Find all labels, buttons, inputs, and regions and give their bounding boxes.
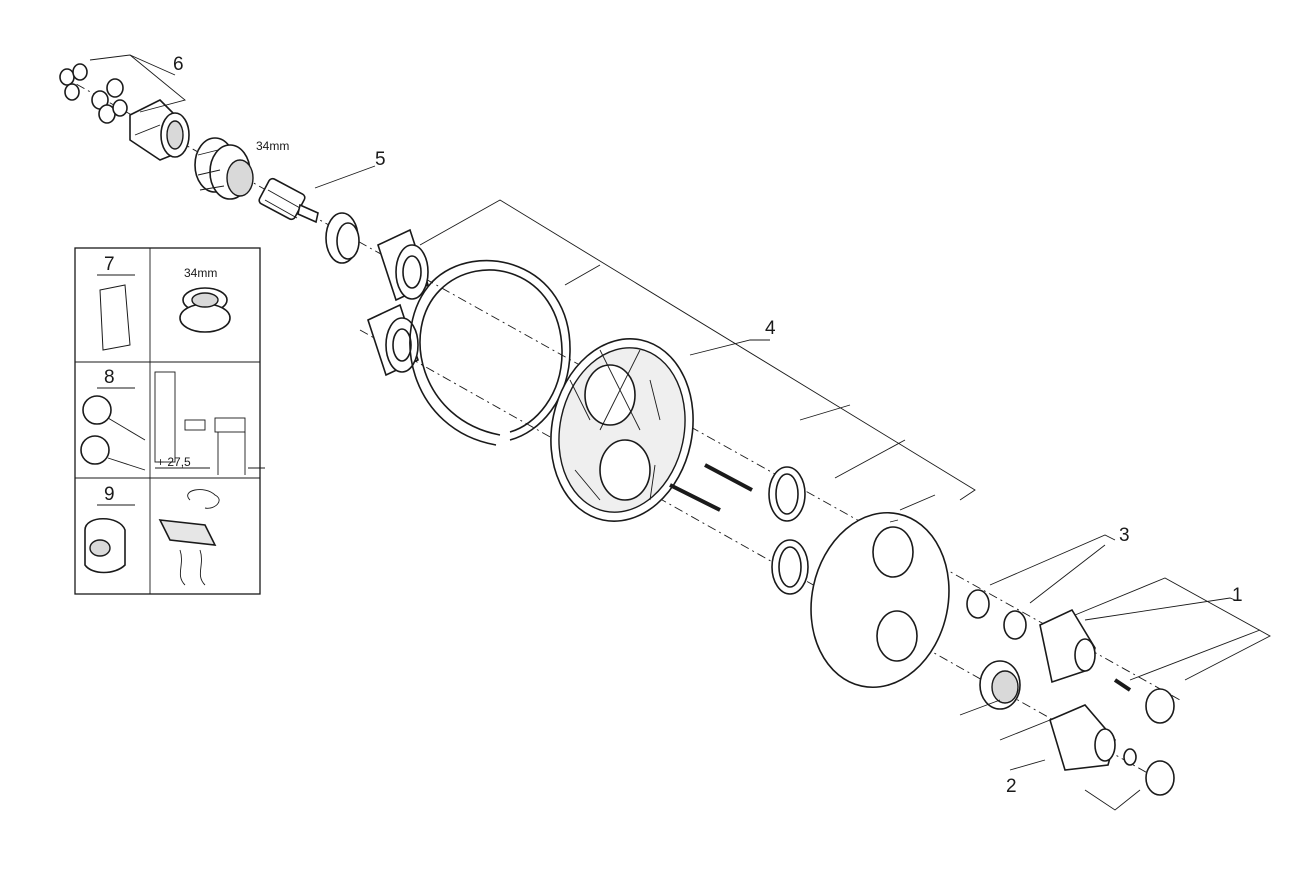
callout-1: 1	[1232, 585, 1243, 606]
callout-4: 4	[765, 318, 776, 339]
inset-row-7: 7 34mm	[97, 254, 231, 351]
inset-callout-9: 9	[104, 484, 115, 505]
part-2-handle-lower	[979, 660, 1175, 796]
part-threaded-nut-34mm	[194, 137, 254, 200]
part-snap-ring	[409, 259, 571, 446]
leader-lines	[89, 54, 1271, 811]
callout-6: 6	[173, 54, 184, 75]
part-seals	[768, 466, 809, 595]
part-6-cartridge-assembly	[59, 63, 190, 161]
inset-row-9: 9	[84, 484, 220, 586]
inset-extension-label: + 27,5	[157, 455, 191, 469]
inset-callout-8: 8	[104, 367, 115, 388]
part-mounting-plate	[550, 338, 694, 522]
part-adapter-ring	[325, 212, 360, 264]
part-1-cap-and-screw	[1113, 678, 1175, 724]
inset-callout-7: 7	[104, 254, 115, 275]
part-3-adapters	[966, 589, 1096, 684]
part-mounting-screws	[669, 463, 753, 512]
callout-5: 5	[375, 149, 386, 170]
dimension-34mm-main: 34mm	[256, 139, 289, 153]
inset-34mm-label: 34mm	[184, 266, 217, 280]
part-5-spindle	[258, 177, 319, 224]
callout-3: 3	[1119, 525, 1130, 546]
callout-2: 2	[1006, 776, 1017, 797]
callout-numbers: 1 2 3 4 5 6 34mm	[173, 54, 1243, 797]
part-escutcheon-plate	[810, 511, 950, 689]
inset-row-8: 8 + 27,5	[80, 367, 265, 475]
inset-panel: 7 34mm 8 + 27,5 9	[74, 247, 265, 595]
